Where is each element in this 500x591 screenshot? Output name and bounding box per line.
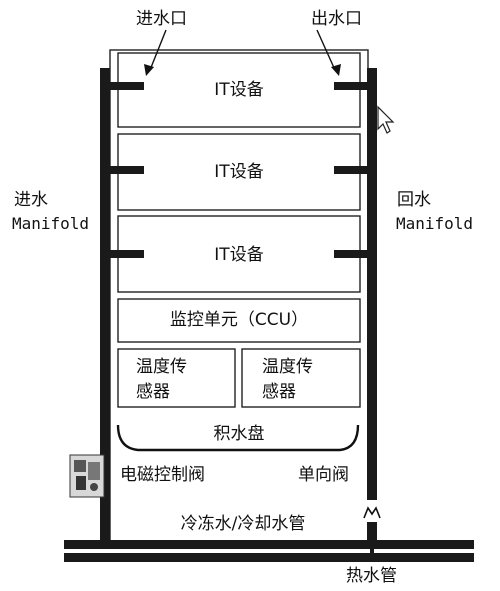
temp-sensor-left-line-1: 温度传 [136, 357, 187, 377]
temp-sensor-left-line-2: 感器 [136, 382, 170, 402]
inlet-arrow-line [149, 29, 167, 71]
inlet-port-label: 进水口 [136, 9, 187, 29]
return-manifold-label-en: Manifold [396, 214, 474, 233]
check-valve-icon [363, 500, 381, 554]
hot-pipe-label: 热水管 [346, 566, 397, 586]
solenoid-valve-icon [69, 454, 105, 498]
supply-stub-3 [108, 250, 144, 258]
return-manifold-pipe [367, 68, 377, 542]
return-stub-3 [334, 250, 370, 258]
return-stub-1 [334, 82, 370, 90]
return-stub-2 [334, 166, 370, 174]
ccu-box [117, 298, 361, 343]
it-equipment-label-1: IT设备 [214, 80, 264, 100]
it-equipment-box-2 [117, 133, 361, 211]
temp-sensor-box-left [117, 348, 236, 408]
inlet-arrow-head [144, 64, 154, 76]
solenoid-valve-label: 电磁控制阀 [120, 465, 205, 485]
supply-stub-2 [108, 166, 144, 174]
outlet-port-label: 出水口 [311, 9, 362, 29]
supply-stub-1 [108, 82, 144, 90]
it-equipment-label-2: IT设备 [214, 162, 264, 182]
drip-tray-bracket [116, 424, 360, 452]
hot-water-pipe [64, 553, 474, 562]
temp-sensor-box-right [241, 348, 361, 408]
it-equipment-label-3: IT设备 [214, 245, 264, 265]
chilled-water-pipe [64, 540, 474, 549]
ccu-label: 监控单元（CCU） [169, 310, 309, 330]
supply-manifold-label-cn: 进水 [14, 190, 48, 210]
outlet-arrow-line [316, 29, 336, 71]
supply-manifold-pipe [100, 68, 110, 542]
return-manifold-label-cn: 回水 [397, 190, 431, 210]
outlet-arrow-head [331, 64, 341, 76]
supply-manifold-label-en: Manifold [12, 214, 90, 233]
temp-sensor-right-line-1: 温度传 [262, 357, 313, 377]
check-valve-label: 单向阀 [298, 465, 349, 485]
drip-tray-label: 积水盘 [213, 424, 265, 444]
temp-sensor-right-line-2: 感器 [262, 382, 296, 402]
mouse-cursor-icon [377, 105, 395, 134]
chilled-pipe-label: 冷冻水/冷却水管 [180, 514, 306, 534]
